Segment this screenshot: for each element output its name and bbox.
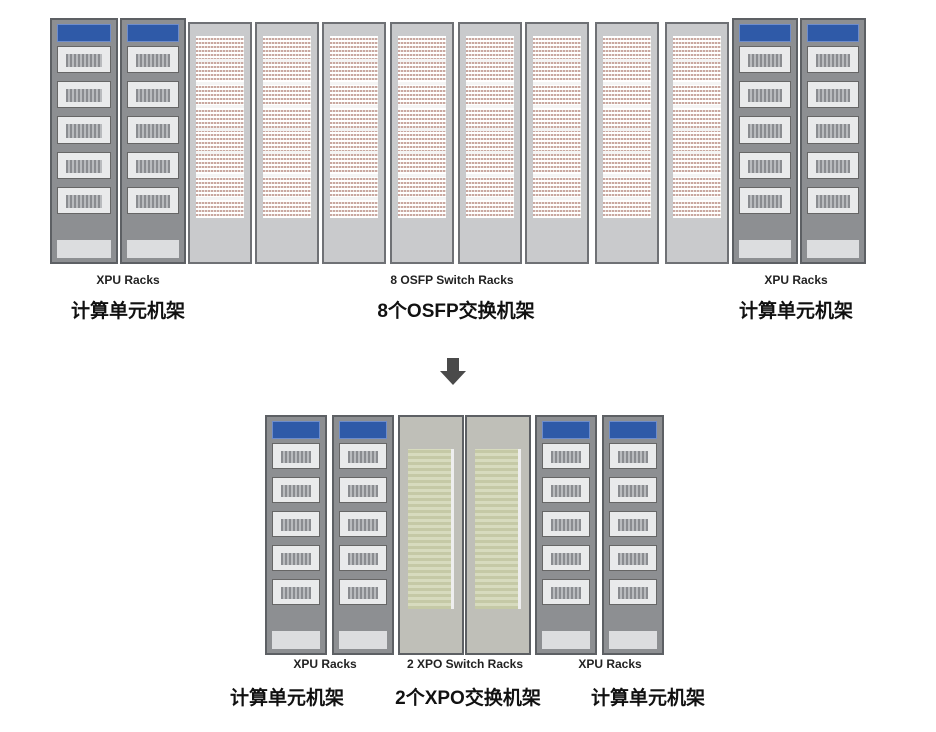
bottom-right-xpu-label-zh: 计算单元机架 (590, 688, 706, 709)
bottom-left-xpu-label: XPU Racks (293, 657, 357, 671)
top-left-xpu-label-zh: 计算单元机架 (70, 301, 186, 322)
xpu-rack (265, 415, 327, 655)
xpo-switch-rack (465, 415, 531, 655)
xpu-rack (535, 415, 597, 655)
bottom-switch-label-zh: 2个XPO交换机架 (395, 688, 541, 709)
top-switch-label-zh: 8个OSFP交换机架 (377, 301, 535, 322)
bottom-left-xpu-label-zh: 计算单元机架 (229, 688, 345, 709)
bottom-switch-label: 2 XPO Switch Racks (406, 657, 524, 671)
osfp-switch-rack (390, 22, 454, 264)
xpo-switch-rack (398, 415, 464, 655)
osfp-switch-rack (322, 22, 386, 264)
osfp-switch-rack (255, 22, 319, 264)
xpu-rack (120, 18, 186, 264)
arrow-down-icon (440, 358, 466, 385)
osfp-switch-rack (188, 22, 252, 264)
osfp-switch-rack (458, 22, 522, 264)
xpu-rack (332, 415, 394, 655)
xpu-rack (602, 415, 664, 655)
osfp-switch-rack (595, 22, 659, 264)
top-right-xpu-label-zh: 计算单元机架 (738, 301, 854, 322)
bottom-right-xpu-label: XPU Racks (578, 657, 642, 671)
osfp-switch-rack (665, 22, 729, 264)
osfp-switch-rack (525, 22, 589, 264)
top-right-xpu-label: XPU Racks (764, 273, 828, 287)
top-switch-label: 8 OSFP Switch Racks (390, 273, 514, 287)
xpu-rack (50, 18, 118, 264)
top-left-xpu-label: XPU Racks (96, 273, 160, 287)
xpu-rack (800, 18, 866, 264)
xpu-rack (732, 18, 798, 264)
